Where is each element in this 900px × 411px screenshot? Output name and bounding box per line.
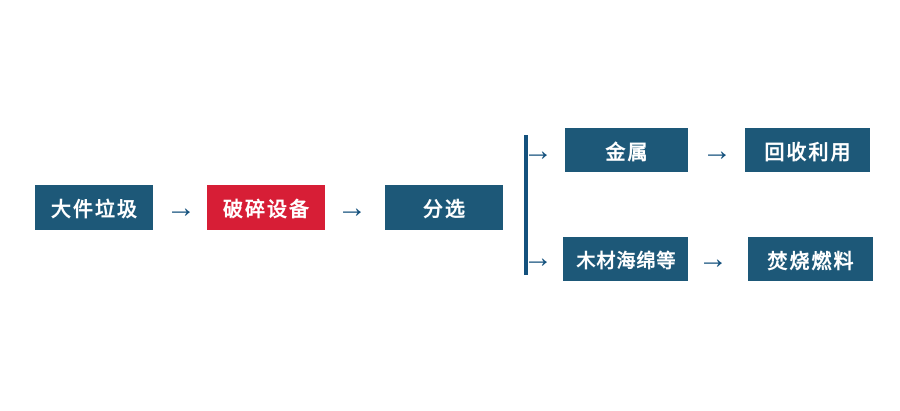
branch-arrow-top-icon: → xyxy=(523,134,553,167)
node-sorting: 分选 xyxy=(385,185,503,230)
arrow-right-icon: → xyxy=(702,134,732,167)
node-recycling: 回收利用 xyxy=(745,128,870,172)
node-bulky-waste: 大件垃圾 xyxy=(35,185,153,230)
arrow-right-icon: → xyxy=(337,191,367,224)
arrow-right-icon: → xyxy=(698,242,728,275)
node-incineration-fuel: 焚烧燃料 xyxy=(748,237,873,281)
node-crushing-equipment: 破碎设备 xyxy=(207,185,325,230)
arrow-right-icon: → xyxy=(166,191,196,224)
branch-arrow-bottom-icon: → xyxy=(523,241,553,274)
branch-line xyxy=(524,135,528,275)
node-wood-sponge: 木材海绵等 xyxy=(563,237,688,281)
node-metal: 金属 xyxy=(565,128,688,172)
